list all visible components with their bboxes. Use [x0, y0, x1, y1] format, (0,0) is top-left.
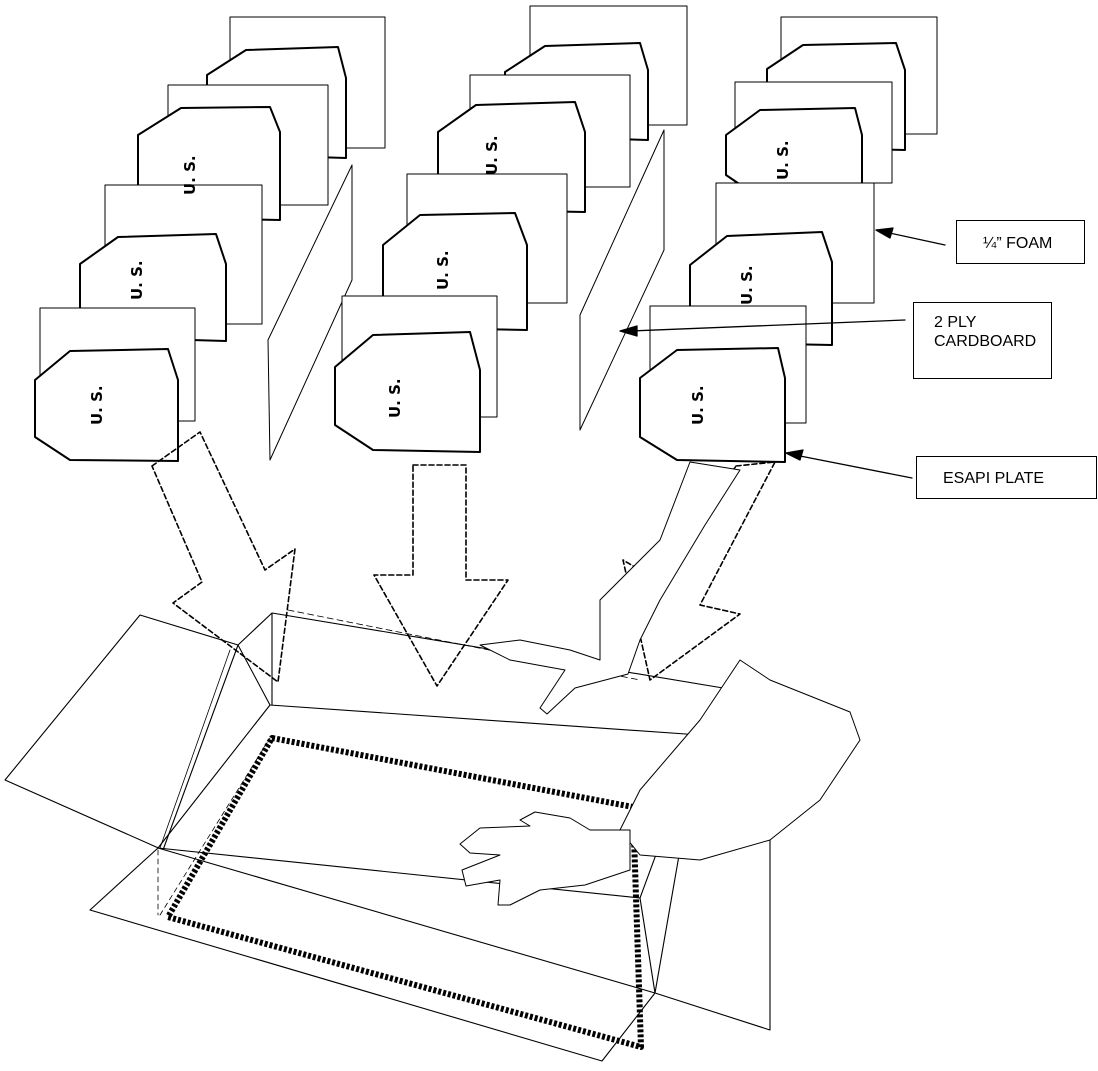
- callout-foam: ¼” FOAM: [956, 220, 1085, 264]
- callout-esapi-label: ESAPI PLATE: [943, 470, 1045, 487]
- callout-cardboard: 2 PLY CARDBOARD: [913, 302, 1052, 379]
- plate-label-r3: U. S.: [774, 140, 792, 180]
- plate-label-m2: U. S.: [434, 250, 452, 290]
- plate-label-l1: U. S.: [88, 385, 106, 425]
- plate-label-m1: U. S.: [386, 378, 404, 418]
- plate-label-m3: U. S.: [483, 135, 501, 175]
- plate-labels: U. S. U. S. U. S. U. S. U. S. U. S. U. S…: [88, 135, 792, 425]
- plate-label-l2: U. S.: [128, 260, 146, 300]
- hands: [459, 461, 861, 906]
- right-plate-stack: [639, 16, 938, 463]
- shipping-box: [4, 609, 771, 1062]
- plate-label-l3: U. S.: [181, 155, 199, 195]
- callout-cardboard-line2: CARDBOARD: [934, 333, 1037, 350]
- cardboard-divider-middle: [579, 129, 665, 431]
- middle-plate-stack: [334, 5, 688, 453]
- plate-label-r1: U. S.: [689, 385, 707, 425]
- plate-label-r2: U. S.: [738, 265, 756, 305]
- callout-cardboard-line1: 2 PLY: [934, 314, 977, 331]
- callout-foam-label: ¼” FOAM: [983, 235, 1053, 252]
- cardboard-divider-left: [267, 164, 353, 461]
- left-plate-stack: [34, 16, 386, 462]
- callout-esapi-plate: ESAPI PLATE: [916, 456, 1097, 499]
- callout-leaders: [619, 227, 946, 479]
